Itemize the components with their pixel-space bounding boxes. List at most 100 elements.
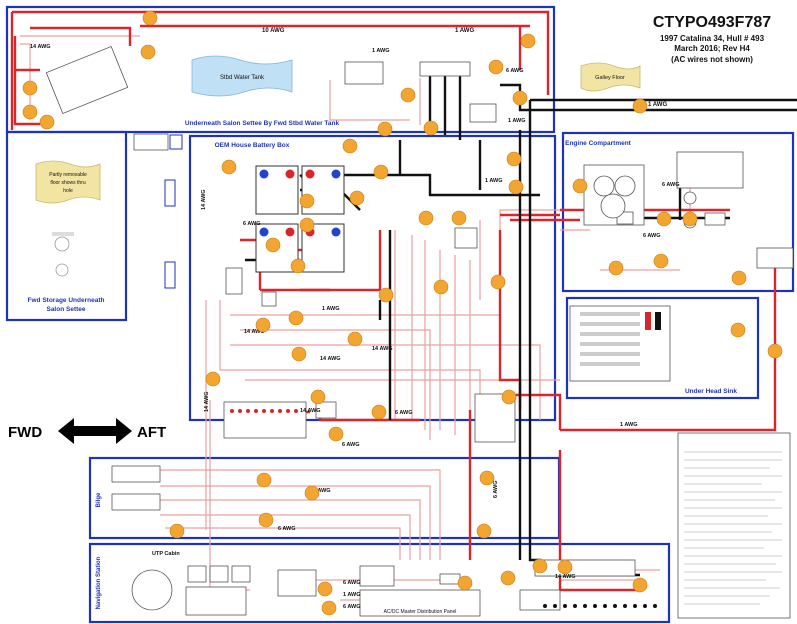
double-arrow-icon	[58, 418, 132, 444]
awg-label: 14 AWG	[300, 408, 321, 414]
awg-label: 6 AWG	[643, 233, 661, 239]
callout-marker	[500, 570, 516, 586]
awg-label: 10 AWG	[262, 28, 285, 34]
nav-switch-2	[359, 565, 395, 587]
accessory-dots	[230, 409, 298, 413]
callout-marker	[572, 178, 588, 194]
label-fwd-storage-1: Fwd Storage Underneath	[28, 297, 105, 304]
callout-marker	[512, 90, 528, 106]
nav-instrument-2	[209, 565, 229, 583]
callout-marker	[142, 10, 158, 26]
callout-marker	[476, 523, 492, 539]
awg-label: 1 AWG	[620, 422, 638, 428]
switch-box	[315, 401, 337, 419]
awg-label: 6 AWG	[342, 442, 360, 448]
nav-bus	[519, 589, 561, 611]
callout-marker	[377, 121, 393, 137]
batt-sw	[469, 103, 497, 123]
label-under-head-sink: Under Head Sink	[685, 388, 737, 395]
legend-lines	[684, 451, 782, 605]
component-boxes	[45, 45, 794, 619]
callout-marker	[488, 59, 504, 75]
awg-label: 1 AWG	[322, 306, 340, 312]
zone-under-head-sink	[565, 296, 760, 400]
callout-marker	[557, 559, 573, 575]
label-partly-removable-3: hole	[63, 188, 73, 194]
awg-label: 6 AWG	[243, 221, 261, 227]
callout-marker	[255, 317, 271, 333]
dc-panel-right	[534, 559, 636, 577]
awg-label: 14 AWG	[204, 391, 210, 412]
accessory-panel	[223, 401, 307, 439]
label-galley-floor: Galley Floor	[595, 75, 625, 81]
zone-borders	[5, 5, 795, 624]
awg-label: 6 AWG	[343, 604, 361, 610]
head-sink-breakers	[580, 312, 661, 366]
awg-label: 1 AWG	[648, 102, 667, 108]
callout-marker	[317, 581, 333, 597]
removable-floor-patch: Partly removable floor shows thru hole	[35, 160, 101, 204]
awg-label: 6 AWG	[395, 410, 413, 416]
zone-salon-settee	[5, 5, 556, 134]
callout-marker	[508, 179, 524, 195]
callout-marker	[457, 575, 473, 591]
label-stbd-water-tank: Stbd Water Tank	[220, 75, 265, 81]
callout-marker	[423, 120, 439, 136]
shunt-panel	[344, 61, 384, 85]
callout-marker	[653, 253, 669, 269]
callout-marker	[342, 138, 358, 154]
alternator-panel	[676, 151, 744, 189]
callout-marker	[256, 472, 272, 488]
callout-marker	[608, 260, 624, 276]
callout-marker	[730, 322, 746, 338]
callout-marker	[39, 114, 55, 130]
label-engine-compartment: Engine Compartment	[565, 140, 632, 147]
callout-marker	[506, 151, 522, 167]
awg-label: 6 AWG	[662, 182, 680, 188]
bilge-pump-1	[111, 465, 161, 483]
callout-marker	[767, 343, 783, 359]
label-box-left	[133, 133, 169, 151]
awg-label: 14 AWG	[372, 346, 393, 352]
callout-marker	[433, 279, 449, 295]
callout-markers	[22, 10, 783, 616]
awg-label: 6 AWG	[493, 480, 499, 498]
awg-label: 14 AWG	[555, 574, 576, 580]
label-utp-cabin: UTP Cabin	[152, 551, 180, 557]
callout-marker	[731, 270, 747, 286]
label-navigation-station: Navigation Station	[96, 556, 102, 609]
bus-bar-top	[419, 61, 471, 77]
awg-label: 1 AWG	[343, 592, 361, 598]
engine-block-2	[704, 212, 726, 226]
awg-label: 10 AWG	[310, 488, 331, 494]
label-salon-settee: Underneath Salon Settee By Fwd Stbd Wate…	[185, 120, 340, 127]
callout-marker	[221, 159, 237, 175]
callout-marker	[479, 470, 495, 486]
house-batteries	[255, 165, 345, 273]
title-block: CTYPO493F787 1997 Catalina 34, Hull # 49…	[653, 14, 771, 64]
callout-marker	[310, 389, 326, 405]
direction-indicator: FWD AFT	[8, 418, 166, 444]
nav-switch	[277, 569, 317, 597]
callout-marker	[400, 87, 416, 103]
label-bilge: Bilge	[96, 492, 102, 507]
nav-bus-dots	[543, 604, 657, 608]
label-acdc-panel: AC/DC Master Distribution Panel	[384, 609, 457, 615]
wire-gauge-labels: 10 AWG 1 AWG 14 AWG 1 AWG 6 AWG 1 AWG 1 …	[30, 28, 680, 610]
battery-positive-terminal	[285, 169, 295, 179]
zone-engine-compartment	[561, 131, 795, 293]
callout-marker	[373, 164, 389, 180]
stbd-water-tank: Stbd Water Tank	[191, 55, 293, 97]
nav-fuse	[439, 573, 461, 585]
callout-marker	[299, 193, 315, 209]
awg-label: 6 AWG	[278, 526, 296, 532]
callout-marker	[682, 211, 698, 227]
bilge-pump-2	[111, 493, 161, 511]
zone-navigation-station	[88, 542, 671, 624]
legend-panel	[677, 432, 791, 619]
callout-marker	[632, 98, 648, 114]
label-fwd-storage-2: Salon Settee	[46, 306, 85, 313]
nav-charger-box	[185, 586, 247, 616]
callout-marker	[418, 210, 434, 226]
